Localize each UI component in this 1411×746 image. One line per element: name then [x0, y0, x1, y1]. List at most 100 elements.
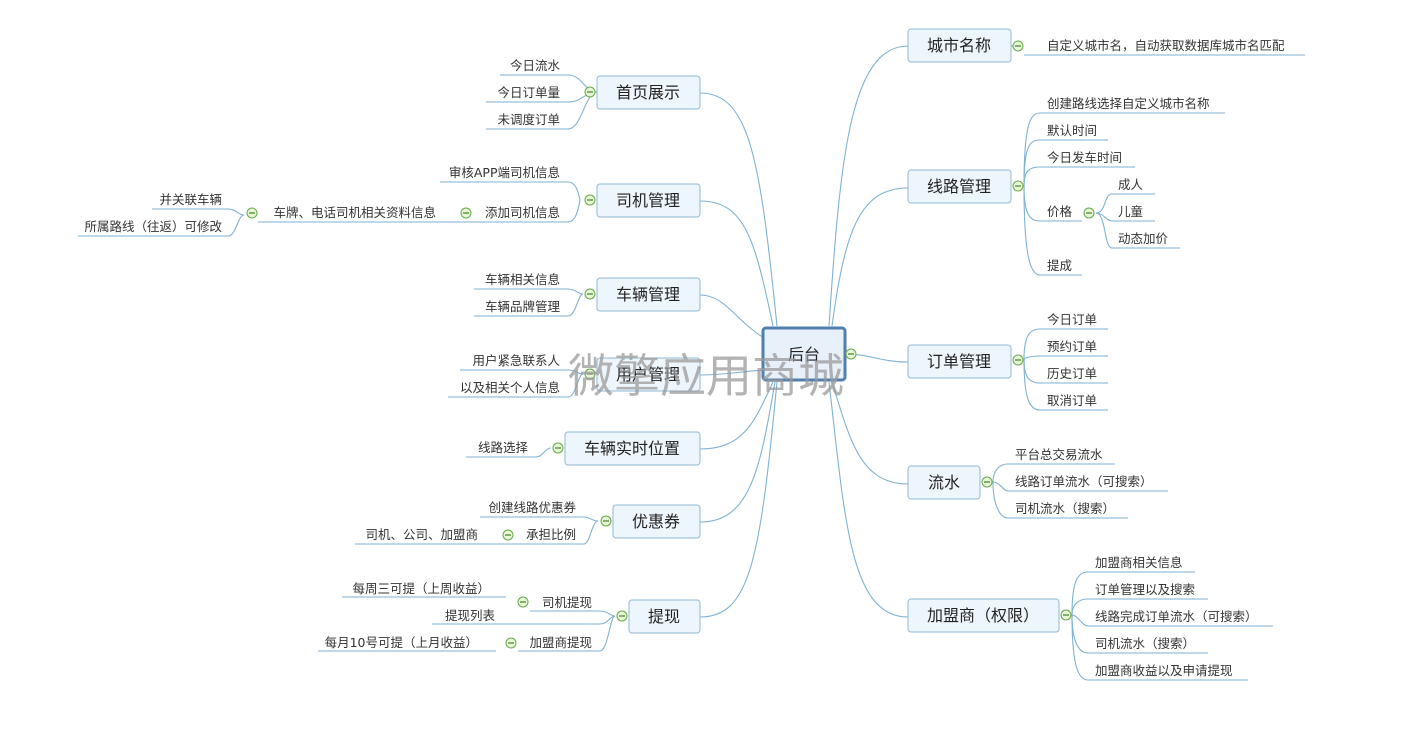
watermark: 微擎应用商城: [568, 349, 844, 403]
collapse-icon[interactable]: [505, 637, 517, 649]
collapse-icon[interactable]: [1012, 40, 1024, 52]
driver-item: 添加司机信息: [485, 205, 560, 220]
collapse-icon[interactable]: [517, 596, 529, 608]
center-edges: [699, 45, 909, 618]
collapse-icon[interactable]: [584, 288, 596, 300]
coupon-item: 创建线路优惠券: [488, 500, 576, 515]
vehicle-node-label: 车辆管理: [616, 285, 680, 304]
home-item: 未调度订单: [497, 112, 560, 127]
branch-withdraw[interactable]: 提现 司机提现 提现列表 加盟商提现 每周三可提（上周收益） 每月10号可提（上…: [318, 581, 701, 652]
collapse-icon[interactable]: [552, 442, 564, 454]
branch-realtime[interactable]: 车辆实时位置 线路选择: [466, 431, 701, 466]
route-node-label: 线路管理: [927, 177, 991, 196]
collapse-icon[interactable]: [246, 207, 258, 219]
driver-node-label: 司机管理: [616, 191, 680, 210]
center-node-label: 后台: [788, 345, 820, 364]
collapse-icon[interactable]: [845, 348, 857, 360]
driver-sub-label: 车牌、电话司机相关资料信息: [273, 205, 436, 220]
collapse-icon[interactable]: [1083, 207, 1095, 219]
collapse-icon[interactable]: [616, 610, 628, 622]
branch-franchise[interactable]: 加盟商（权限） 加盟商相关信息 订单管理以及搜索 线路完成订单流水（可搜索） 司…: [907, 555, 1273, 681]
flow-item: 平台总交易流水: [1015, 447, 1103, 462]
order-item: 历史订单: [1047, 366, 1097, 381]
driver-sub-item: 所属路线（往返）可修改: [84, 219, 222, 234]
collapse-icon[interactable]: [460, 207, 472, 219]
franchise-node-box[interactable]: [907, 598, 1060, 633]
price-item: 动态加价: [1118, 231, 1169, 246]
route-node-box[interactable]: [907, 169, 1012, 204]
withdraw-node-box[interactable]: [628, 599, 701, 634]
withdraw-node-label: 提现: [648, 607, 680, 626]
collapse-icon[interactable]: [1012, 354, 1024, 366]
driver-node-box[interactable]: [596, 183, 701, 218]
flow-item: 线路订单流水（可搜索）: [1015, 474, 1153, 489]
withdraw-item: 提现列表: [445, 608, 496, 623]
franchise-item: 加盟商收益以及申请提现: [1095, 663, 1233, 678]
branch-home[interactable]: 首页展示 今日流水 今日订单量 未调度订单: [486, 58, 701, 130]
user-item: 以及相关个人信息: [460, 380, 560, 395]
user-node-label: 用户管理: [616, 365, 680, 384]
order-node-box[interactable]: [907, 344, 1012, 379]
city-node-label: 城市名称: [927, 36, 991, 55]
collapse-icon[interactable]: [600, 515, 612, 527]
branch-order[interactable]: 订单管理 今日订单 预约订单 历史订单 取消订单: [907, 312, 1108, 411]
realtime-node-box[interactable]: [564, 431, 701, 466]
city-item: 自定义城市名，自动获取数据库城市名匹配: [1047, 38, 1285, 53]
route-item: 提成: [1047, 258, 1072, 273]
coupon-sub-item: 司机、公司、加盟商: [365, 527, 478, 542]
branch-flow[interactable]: 流水 平台总交易流水 线路订单流水（可搜索） 司机流水（搜索）: [907, 447, 1168, 519]
route-item: 默认时间: [1047, 123, 1097, 138]
franchise-item: 加盟商相关信息: [1095, 555, 1183, 570]
home-item: 今日订单量: [497, 85, 560, 100]
driver-sub-item: 并关联车辆: [159, 192, 222, 207]
order-item: 取消订单: [1047, 393, 1097, 408]
user-node-box[interactable]: [596, 357, 701, 392]
collapse-icon[interactable]: [981, 476, 993, 488]
flow-node-box[interactable]: [907, 465, 981, 500]
realtime-item: 线路选择: [478, 440, 529, 455]
branch-route[interactable]: 线路管理 创建路线选择自定义城市名称 默认时间 今日发车时间 价格 提成 成人 …: [907, 96, 1225, 276]
price-item: 儿童: [1118, 204, 1143, 219]
branch-vehicle[interactable]: 车辆管理 车辆相关信息 车辆品牌管理: [474, 272, 701, 317]
flow-item: 司机流水（搜索）: [1015, 501, 1115, 516]
coupon-node-box[interactable]: [612, 504, 701, 539]
collapse-icon[interactable]: [1060, 609, 1072, 621]
withdraw-item: 司机提现: [542, 595, 592, 610]
user-item: 用户紧急联系人: [472, 353, 560, 368]
driver-item: 审核APP端司机信息: [449, 165, 560, 180]
collapse-icon[interactable]: [584, 194, 596, 206]
vehicle-node-box[interactable]: [596, 277, 701, 312]
coupon-item: 承担比例: [526, 527, 576, 542]
center-node-box[interactable]: [761, 326, 847, 382]
vehicle-item: 车辆品牌管理: [485, 299, 561, 314]
franchise-item: 订单管理以及搜索: [1095, 582, 1195, 597]
franchise-item: 司机流水（搜索）: [1095, 636, 1195, 651]
realtime-node-label: 车辆实时位置: [584, 439, 680, 458]
price-item: 成人: [1118, 177, 1144, 192]
collapse-icon[interactable]: [1012, 180, 1024, 192]
center-node[interactable]: 后台: [761, 326, 857, 382]
order-node-label: 订单管理: [927, 352, 991, 371]
order-item: 今日订单: [1047, 312, 1097, 327]
franchise-item: 线路完成订单流水（可搜索）: [1095, 609, 1258, 624]
withdraw-item: 加盟商提现: [529, 635, 592, 650]
branch-city[interactable]: 城市名称 自定义城市名，自动获取数据库城市名匹配: [907, 28, 1305, 63]
collapse-icon[interactable]: [584, 368, 596, 380]
vehicle-item: 车辆相关信息: [485, 272, 560, 287]
order-item: 预约订单: [1047, 339, 1097, 354]
branch-coupon[interactable]: 优惠券 创建线路优惠券 承担比例 司机、公司、加盟商: [355, 500, 701, 545]
franchise-node-label: 加盟商（权限）: [927, 606, 1039, 625]
withdraw-driver-sub: 每周三可提（上周收益）: [352, 581, 490, 596]
coupon-node-label: 优惠券: [632, 512, 680, 531]
route-item: 今日发车时间: [1047, 150, 1122, 165]
home-item: 今日流水: [510, 58, 561, 73]
route-item-price: 价格: [1047, 204, 1073, 219]
home-node-label: 首页展示: [616, 83, 680, 102]
branch-driver[interactable]: 司机管理 审核APP端司机信息 添加司机信息 车牌、电话司机相关资料信息 并关联…: [78, 165, 701, 237]
flow-node-label: 流水: [928, 473, 960, 492]
withdraw-franchise-sub: 每月10号可提（上月收益）: [325, 635, 478, 650]
branch-user[interactable]: 用户管理 用户紧急联系人 以及相关个人信息: [448, 353, 701, 398]
collapse-icon[interactable]: [584, 86, 596, 98]
collapse-icon[interactable]: [502, 529, 514, 541]
